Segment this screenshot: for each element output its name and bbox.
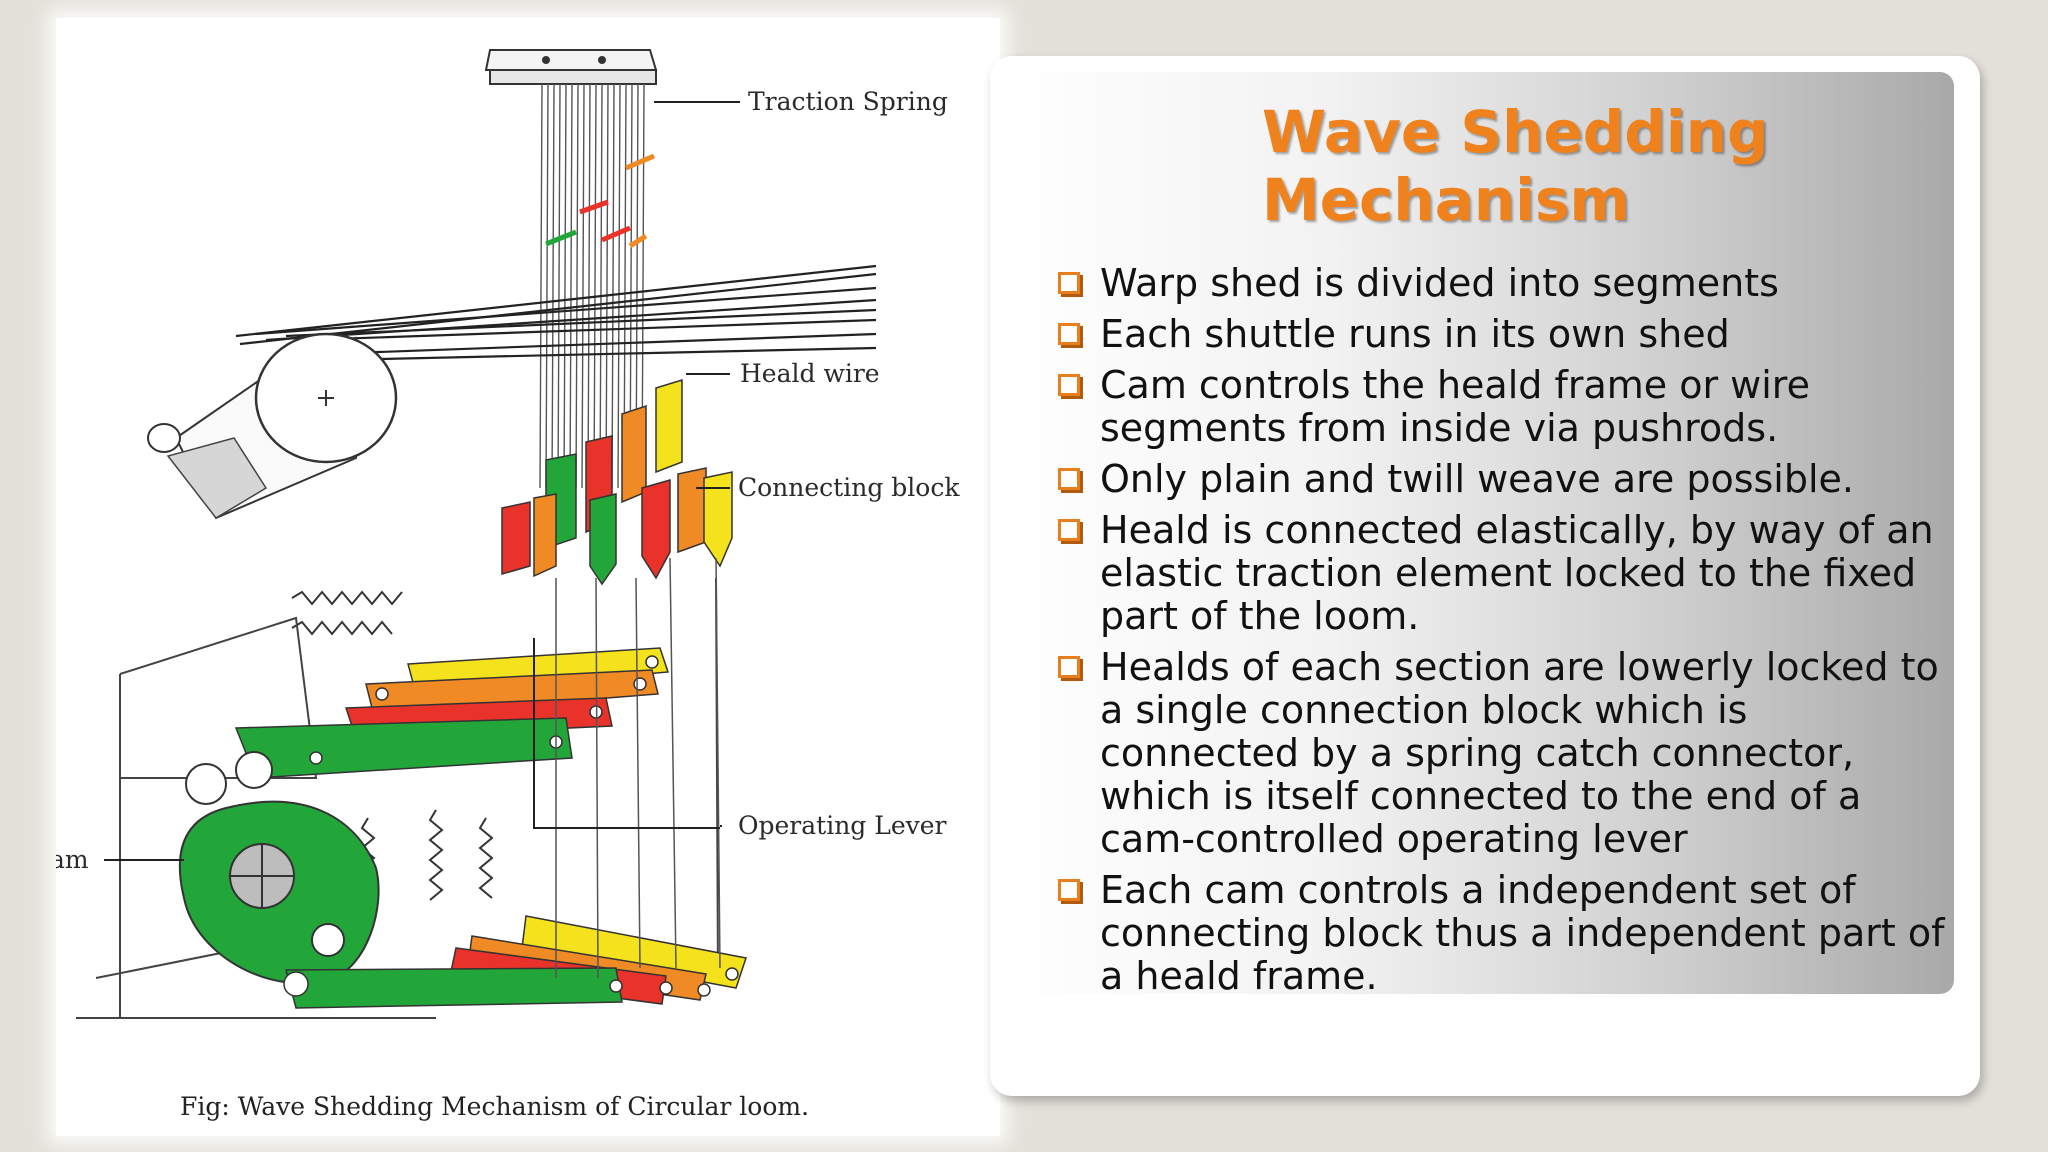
checkbox-bullet-icon (1058, 323, 1080, 345)
bullet-item: Each shuttle runs in its own shed (1056, 313, 1956, 356)
bullet-item: Warp shed is divided into segments (1056, 262, 1956, 305)
leader-lines (104, 101, 740, 861)
bullet-item: Heald is connected elastically, by way o… (1056, 509, 1956, 638)
bullet-text: Each shuttle runs in its own shed (1100, 312, 1730, 356)
bullet-item: Healds of each section are lowerly locke… (1056, 646, 1956, 861)
label-connecting-block: Connecting block (738, 473, 960, 502)
top-plate (484, 49, 658, 85)
bullet-list: Warp shed is divided into segments Each … (1056, 262, 1956, 1006)
bullet-text: Cam controls the heald frame or wire seg… (1100, 363, 1810, 450)
warp-sheet (235, 264, 877, 362)
figure-panel: Traction Spring Heald wire Connecting bl… (56, 18, 1000, 1136)
bullet-item: Only plain and twill weave are possible. (1056, 458, 1956, 501)
label-operating-lever: Operating Lever (738, 811, 947, 840)
bullet-text: Only plain and twill weave are possible. (1100, 457, 1854, 501)
connecting-blocks (501, 378, 733, 586)
label-heald-wire: Heald wire (740, 359, 880, 388)
label-traction-spring: Traction Spring (748, 87, 948, 116)
bullet-text: Warp shed is divided into segments (1100, 261, 1779, 305)
operating-levers-upper (234, 647, 670, 779)
checkbox-bullet-icon (1058, 272, 1080, 294)
bullet-text: Each cam controls a independent set of c… (1100, 868, 1945, 998)
pushrods (555, 557, 721, 979)
cam-wheel (178, 751, 380, 985)
label-cam: am (56, 845, 89, 874)
wave-shedding-mechanism-diagram: Traction Spring Heald wire Connecting bl… (56, 49, 960, 1019)
checkbox-bullet-icon (1058, 879, 1080, 901)
checkbox-bullet-icon (1058, 656, 1080, 678)
bullet-item: Each cam controls a independent set of c… (1056, 869, 1956, 998)
bullet-text: Heald is connected elastically, by way o… (1100, 508, 1934, 638)
checkbox-bullet-icon (1058, 468, 1080, 490)
bullet-item: Cam controls the heald frame or wire seg… (1056, 364, 1956, 450)
heald-markers (545, 153, 655, 249)
heald-wire-bundle (539, 83, 645, 489)
warp-roller (147, 332, 398, 520)
figure-caption: Fig: Wave Shedding Mechanism of Circular… (180, 1092, 810, 1121)
bullet-text: Healds of each section are lowerly locke… (1100, 645, 1939, 861)
checkbox-bullet-icon (1058, 374, 1080, 396)
slide-title: Wave Shedding Mechanism (1262, 98, 1769, 234)
operating-levers-lower (283, 915, 747, 1009)
checkbox-bullet-icon (1058, 519, 1080, 541)
gradient-box (1000, 72, 1954, 994)
